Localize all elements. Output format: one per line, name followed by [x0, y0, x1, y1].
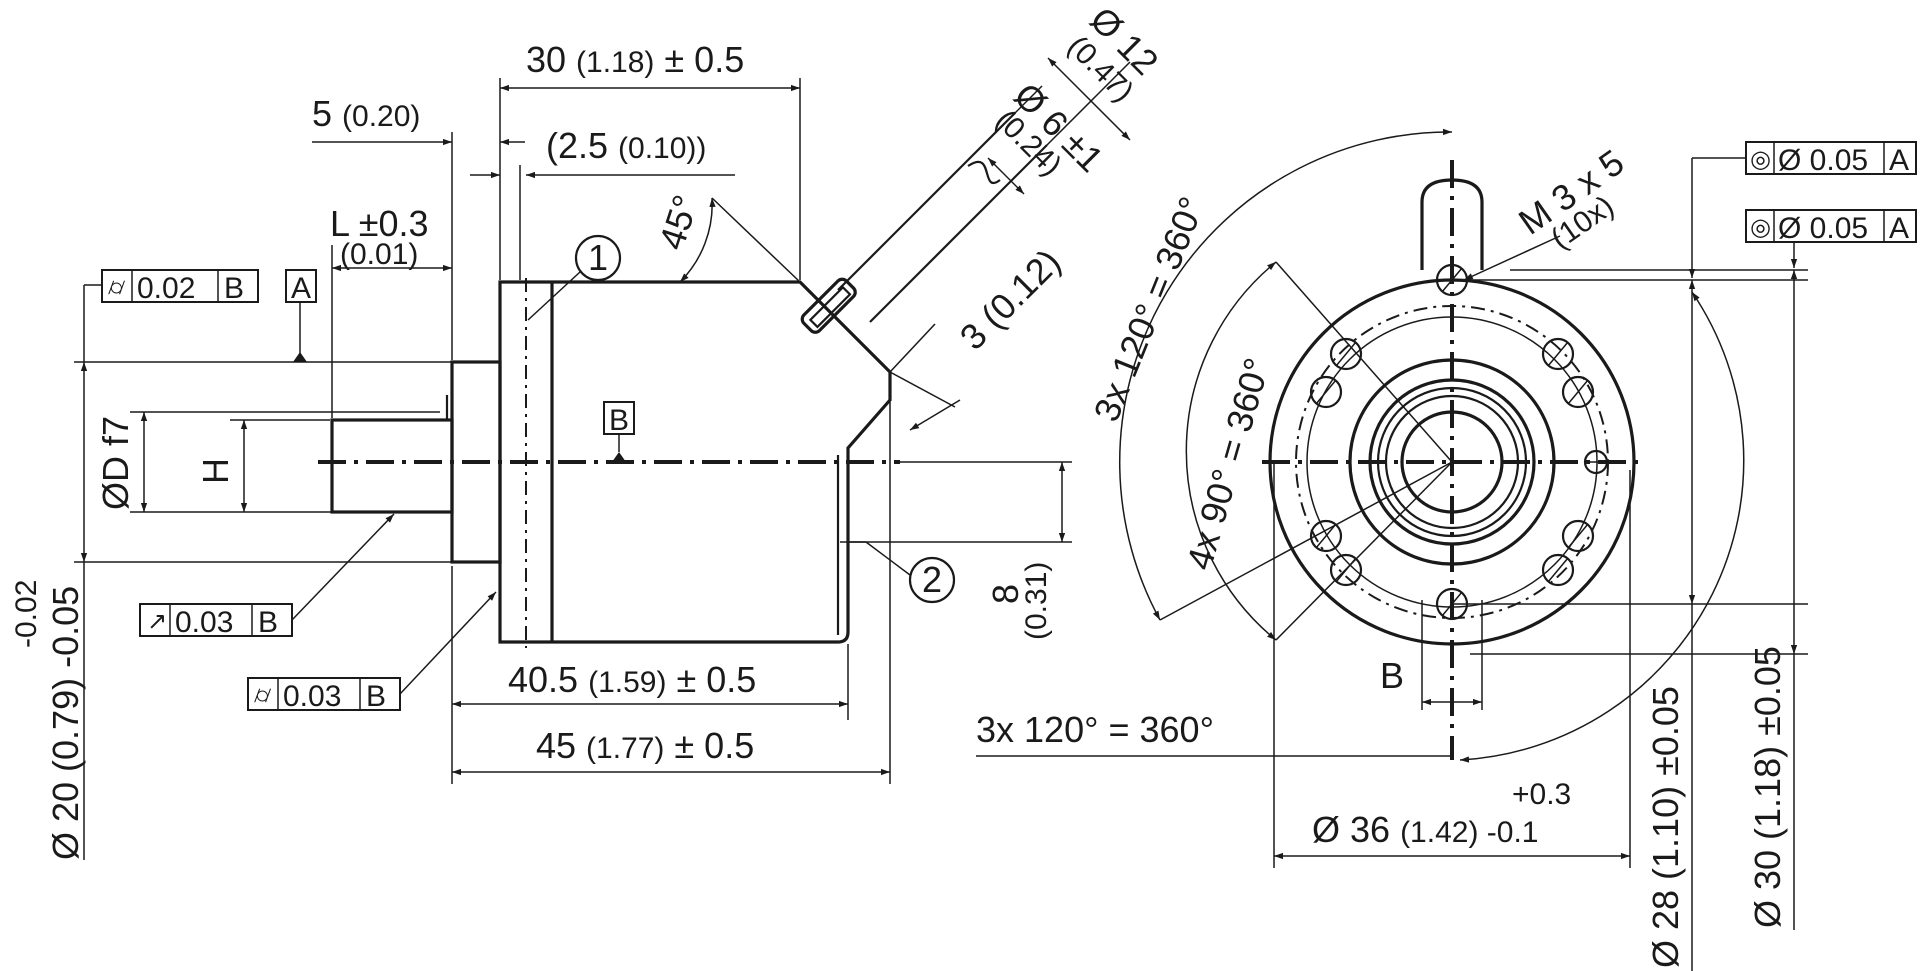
shaft [330, 418, 454, 514]
callout-2-circle [908, 556, 956, 604]
front-fcf-second-datum: A [1889, 212, 1909, 245]
arc-3x120-top [1118, 128, 1453, 621]
front-fcf-second-symbol: ◎ [1750, 214, 1771, 241]
callout-1: 1 [588, 237, 608, 278]
front-fcf-top-value: Ø 0.05 [1778, 144, 1868, 177]
dim-45-tol: ± 0.5 [664, 725, 754, 766]
arc-3x120-right [1459, 291, 1745, 763]
dim-5-inch: (0.20) [342, 100, 420, 133]
datum-A-box [285, 269, 317, 303]
dim-2-5-value: (2.5 [546, 125, 618, 166]
fcf-top-value: 0.02 [137, 272, 195, 305]
dim-3-line [909, 399, 961, 431]
dim-45-value: 45 [536, 725, 586, 766]
datum-A: A [291, 272, 311, 305]
dim-36-inch: (1.42) [1400, 816, 1478, 849]
housing-outline [498, 280, 892, 644]
dim-2-5-inch: (0.10)) [618, 132, 706, 165]
dim-3: 3 (0.12) [952, 241, 1069, 358]
fcf-top-symbol: ⌭ [108, 274, 125, 301]
fcf-top-box [101, 269, 259, 303]
svg-text:Ø 36 (1.42) -0.1: Ø 36 (1.42) -0.1 [1312, 809, 1538, 850]
dim-20: Ø 20 (0.79) -0.05 [45, 586, 86, 860]
dim-cable-12-line [1047, 57, 1131, 141]
angle-45-arc [679, 197, 716, 283]
arc-4x90 [1185, 261, 1277, 641]
angle-3x120-bottom: 3x 120° = 360° [976, 709, 1214, 750]
svg-text:40.5 (1.59) ± 0.5: 40.5 (1.59) ± 0.5 [508, 659, 756, 700]
cable-gland [800, 277, 857, 334]
dim-OD-f7: ØD f7 [95, 416, 136, 510]
dim-20-tol-top: -0.02 [10, 580, 43, 648]
dim-8: 8 [985, 584, 1026, 604]
callout-1-circle [574, 234, 622, 282]
dim-30-tol: ± 0.5 [654, 39, 744, 80]
dim-45-inch: (1.77) [586, 732, 664, 765]
angle-45-label: 45° [651, 190, 707, 254]
dim-36-tol-bot: -0.1 [1478, 816, 1538, 849]
dim-30-value: 30 [526, 39, 576, 80]
dim-36-tol-top: +0.3 [1512, 778, 1571, 811]
dim-30-front: Ø 30 (1.18) ±0.05 [1747, 646, 1788, 928]
cable-edge-top [837, 112, 1016, 291]
dim-H: H [195, 458, 236, 484]
front-view: ◎ Ø 0.05 A ◎ Ø 0.05 A Ø 28 (1.10) ±0.05 … [976, 128, 1917, 971]
fcf-bot-box [247, 677, 401, 711]
fcf-bot-symbol: ⌭ [254, 682, 271, 709]
fcf-mid-datum: B [258, 606, 278, 639]
dim-5-value: 5 [312, 93, 342, 134]
fcf-mid-value: 0.03 [175, 606, 233, 639]
svg-text:(2.5 (0.10)): (2.5 (0.10)) [546, 125, 706, 166]
dim-30-inch: (1.18) [576, 46, 654, 79]
fcf-mid-symbol: ↗ [147, 608, 167, 635]
dim-40-5-tol: ± 0.5 [666, 659, 756, 700]
front-fcf-second-value: Ø 0.05 [1778, 212, 1868, 245]
fcf-bot-datum: B [366, 680, 386, 713]
front-fcf-top-datum: A [1889, 144, 1909, 177]
dim-40-5-value: 40.5 [508, 659, 588, 700]
dim-8-inch: (0.31) [1020, 562, 1053, 640]
dim-36-value: Ø 36 [1312, 809, 1400, 850]
dim-40-5-inch: (1.59) [588, 666, 666, 699]
svg-text:5 (0.20): 5 (0.20) [312, 93, 420, 134]
svg-text:30 (1.18) ± 0.5: 30 (1.18) ± 0.5 [526, 39, 744, 80]
fcf-top-datum: B [224, 272, 244, 305]
front-datum-B: B [1380, 655, 1404, 696]
dim-L-inch: (0.01) [340, 238, 418, 271]
datum-B: B [609, 404, 629, 437]
fcf-bot-value: 0.03 [283, 680, 341, 713]
dim-cable-6-line [987, 157, 1025, 195]
dim-L-value: L ±0.3 [330, 203, 429, 244]
front-fcf-top-symbol: ◎ [1750, 146, 1771, 173]
dim-28: Ø 28 (1.10) ±0.05 [1645, 686, 1686, 968]
callout-2: 2 [922, 559, 942, 600]
datum-B-box [603, 401, 635, 435]
svg-text:45 (1.77) ± 0.5: 45 (1.77) ± 0.5 [536, 725, 754, 766]
